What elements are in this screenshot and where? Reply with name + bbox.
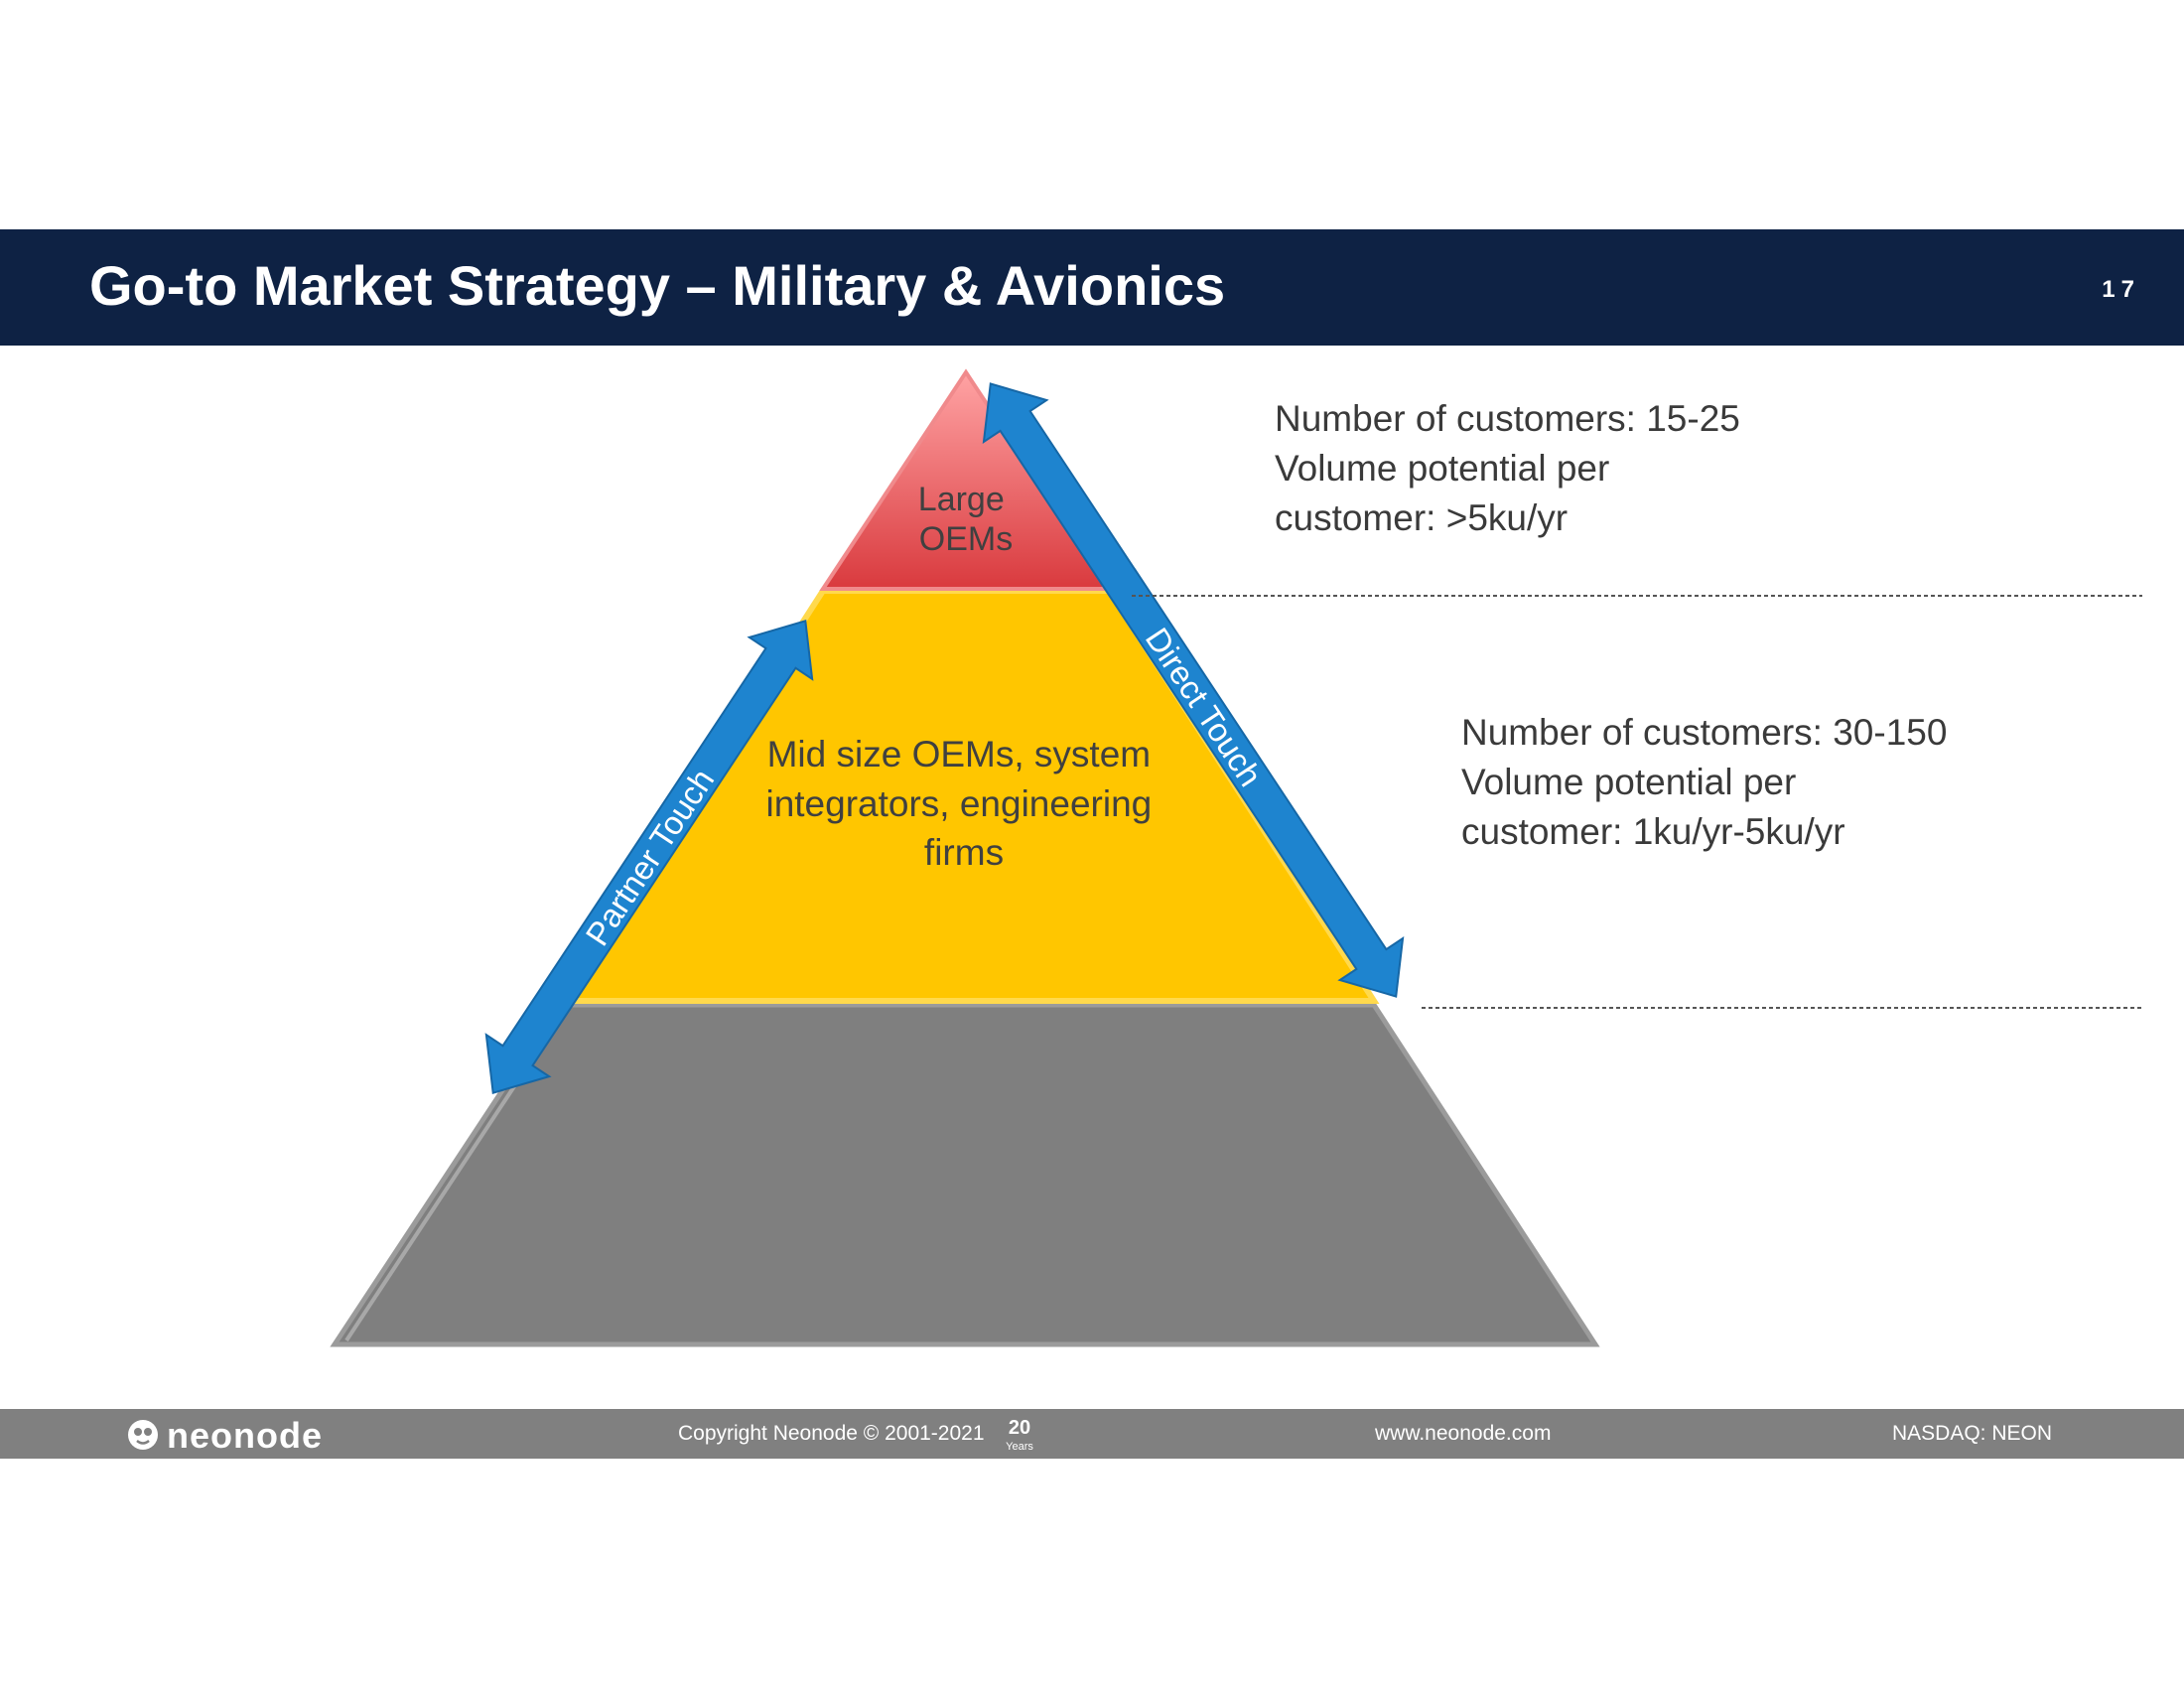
title-bar <box>0 229 2184 346</box>
middle-tier-label-line1: Mid size OEMs, system <box>767 734 1152 774</box>
years-badge-label: Years <box>1006 1441 1033 1453</box>
top-info-line2: Volume potential per <box>1275 448 1610 489</box>
top-info-line3: customer: >5ku/yr <box>1275 497 1569 538</box>
top-tier-label-line2: OEMs <box>919 520 1013 558</box>
middle-tier-label-line3: firms <box>924 832 1004 873</box>
years-badge-number: 20 <box>1009 1417 1030 1439</box>
logo-text: neonode <box>167 1415 323 1456</box>
middle-tier-info: Number of customers: 30-150 Volume poten… <box>1461 708 1947 857</box>
svg-text:Large OEMs: Large OEMs <box>918 481 1014 558</box>
website-link[interactable]: www.neonode.com <box>1375 1422 1552 1445</box>
neonode-logo: neonode <box>127 1415 357 1456</box>
middle-tier-label-line2: integrators, engineering <box>765 783 1152 824</box>
neonode-logo-icon <box>128 1420 158 1450</box>
copyright-text: Copyright Neonode © 2001-2021 <box>678 1422 985 1445</box>
top-tier-info: Number of customers: 15-25 Volume potent… <box>1275 394 1740 543</box>
anniversary-badge: 20 Years <box>1006 1417 1033 1453</box>
slide-title: Go-to Market Strategy – Military & Avion… <box>89 254 1226 317</box>
middle-info-line2: Volume potential per <box>1461 762 1797 802</box>
middle-info-line1: Number of customers: 30-150 <box>1461 712 1948 753</box>
page-number: 17 <box>2102 276 2140 303</box>
top-tier-label-line1: Large <box>918 481 1005 518</box>
middle-info-line3: customer: 1ku/yr-5ku/yr <box>1461 811 1845 852</box>
svg-text:Mid size OEMs, system inte: Mid size OEMs, system integrators, engin… <box>765 734 1161 873</box>
top-info-line1: Number of customers: 15-25 <box>1275 398 1740 439</box>
pyramid-bottom-tier <box>330 1002 1600 1347</box>
ticker-text: NASDAQ: NEON <box>1892 1422 2053 1445</box>
footer-bar: neonode Copyright Neonode © 2001-2021 20… <box>0 1409 2184 1459</box>
